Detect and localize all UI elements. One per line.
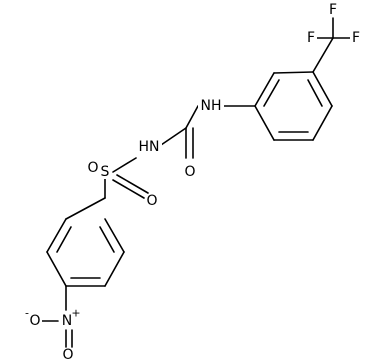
bond-hn-s: [112, 157, 137, 173]
fluorine-right-label: F: [352, 30, 360, 46]
bond-s-o-right-1: [112, 179, 145, 199]
bond-ring1-inner-3: [99, 226, 115, 253]
bond-ring1-5: [104, 251, 125, 287]
bond-ring2-6: [312, 71, 333, 107]
bond-nh-c: [185, 105, 199, 129]
bond-cf3-ring: [312, 37, 334, 73]
bond-ring2-inner-1: [263, 79, 280, 107]
nitro-nitrogen-label: N: [62, 313, 72, 329]
nitro-oxygen-double-label: O: [62, 347, 73, 362]
amide-nh-label: NH: [201, 98, 222, 114]
bond-ring2-2: [254, 72, 275, 107]
atom-label-layer: F F F NH HN O S O O N + O - O: [25, 2, 362, 362]
nitro-nitrogen-plus-charge: +: [71, 307, 80, 320]
bond-layer: [40, 17, 352, 348]
bond-s-o-right-2: [116, 174, 149, 194]
sulfonyl-oxygen-left-label: O: [87, 160, 98, 176]
nitro-oxygen-minus-charge: -: [25, 307, 29, 320]
bond-ring2-1: [273, 71, 314, 74]
bond-ring2-3: [254, 105, 275, 141]
sulfonamide-nh-label: HN: [139, 139, 160, 155]
bond-ring1-6: [104, 218, 125, 253]
sulfur-label: S: [101, 164, 110, 180]
fluorine-left-label: F: [307, 30, 315, 46]
carbonyl-oxygen-label: O: [184, 164, 195, 180]
bond-ring1-1: [65, 197, 106, 220]
bond-ring2-5: [312, 105, 333, 141]
nitro-oxygen-minus-label: O: [29, 313, 40, 329]
bond-ring1-inner-1: [56, 226, 72, 253]
bond-ring2-inner-3: [307, 79, 323, 107]
bond-ring1-3: [46, 251, 67, 287]
fluorine-top-label: F: [329, 2, 337, 18]
bond-ring1-2: [46, 218, 67, 253]
bond-c-hn: [160, 127, 187, 146]
sulfonyl-oxygen-right-label: O: [146, 193, 157, 209]
